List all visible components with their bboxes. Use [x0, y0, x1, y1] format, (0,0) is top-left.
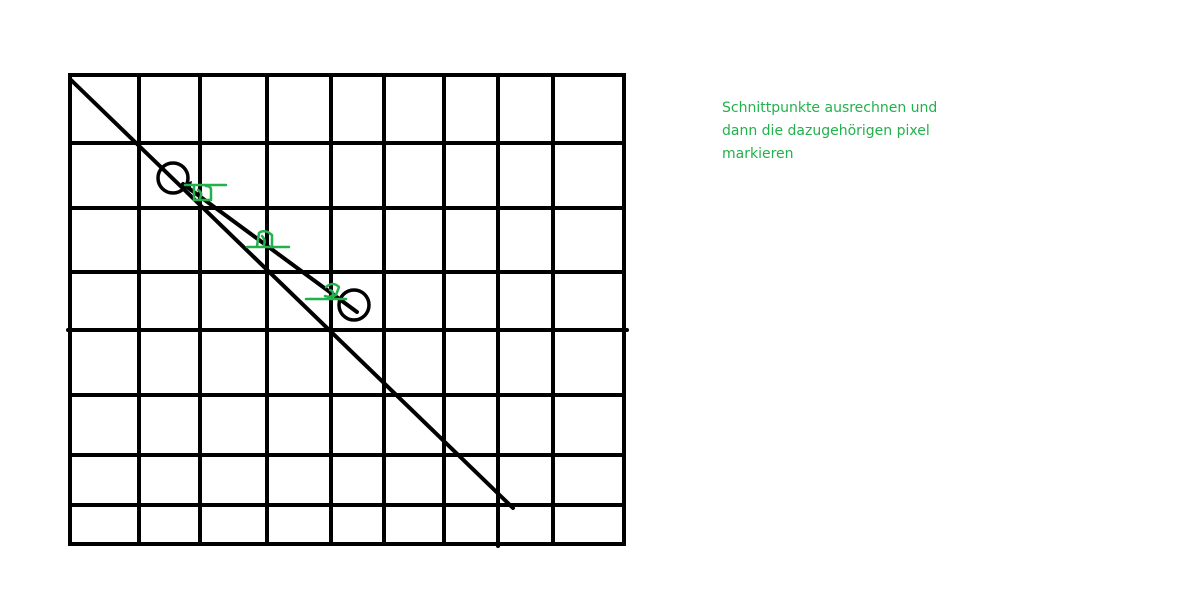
end-point-circle — [337, 288, 371, 322]
pixel-grid — [66, 73, 629, 548]
annotation-note: Schnittpunkte ausrechnen und dann die da… — [722, 97, 982, 166]
rasterized-line — [69, 78, 515, 510]
annotation-line-3: markieren — [722, 146, 794, 162]
grid-frame — [68, 73, 626, 546]
intersection-mark — [183, 183, 228, 202]
intersection-mark — [245, 229, 291, 249]
intersection-mark — [304, 282, 348, 301]
intersection-marks — [183, 183, 348, 301]
annotation-line-1: Schnittpunkte ausrechnen und — [722, 100, 938, 116]
start-point-circle — [156, 161, 190, 195]
annotation-line-2: dann die dazugehörigen pixel — [722, 123, 930, 139]
